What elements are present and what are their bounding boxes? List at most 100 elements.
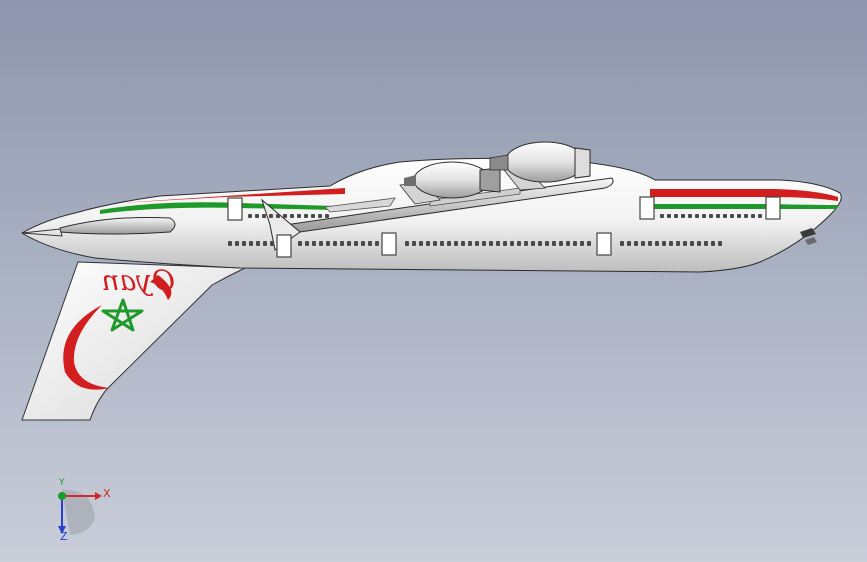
- door: [227, 197, 243, 221]
- window: [228, 241, 232, 246]
- window: [688, 214, 692, 218]
- window: [262, 214, 266, 218]
- window: [333, 241, 337, 246]
- window: [433, 241, 437, 246]
- window: [269, 214, 273, 218]
- window: [655, 241, 659, 246]
- window: [552, 241, 556, 246]
- window: [461, 241, 465, 246]
- window: [496, 241, 500, 246]
- engine-inboard: [404, 161, 501, 199]
- window: [318, 214, 322, 218]
- door: [639, 196, 655, 220]
- window: [524, 241, 528, 246]
- window: [716, 214, 720, 218]
- window: [681, 214, 685, 218]
- window: [325, 214, 329, 218]
- window: [319, 241, 323, 246]
- window: [489, 241, 493, 246]
- window: [676, 241, 680, 246]
- coordinate-triad[interactable]: X Y Z: [40, 478, 120, 548]
- window: [711, 241, 715, 246]
- window: [412, 241, 416, 246]
- engine-outboard: [489, 141, 591, 183]
- window: [660, 214, 664, 218]
- triad-axes: [58, 489, 102, 535]
- window: [627, 241, 631, 246]
- door: [765, 196, 781, 220]
- window: [730, 214, 734, 218]
- window: [580, 241, 584, 246]
- window: [354, 241, 358, 246]
- window: [375, 241, 379, 246]
- window: [517, 241, 521, 246]
- window: [704, 241, 708, 246]
- window: [256, 241, 260, 246]
- window: [669, 241, 673, 246]
- window: [620, 241, 624, 246]
- cheatline-red: [120, 188, 838, 203]
- window: [702, 214, 706, 218]
- window: [276, 214, 280, 218]
- window: [283, 214, 287, 218]
- window: [683, 241, 687, 246]
- window: [468, 241, 472, 246]
- window: [454, 241, 458, 246]
- axis-z-label: Z: [60, 530, 68, 543]
- window: [290, 214, 294, 218]
- window: [559, 241, 563, 246]
- window: [662, 241, 666, 246]
- window: [361, 241, 365, 246]
- window: [573, 241, 577, 246]
- tail-star-logo: [101, 298, 144, 332]
- window: [737, 214, 741, 218]
- window: [695, 214, 699, 218]
- axis-y-label: Y: [59, 478, 65, 488]
- window: [440, 241, 444, 246]
- window: [249, 241, 253, 246]
- window: [758, 214, 762, 218]
- window: [566, 241, 570, 246]
- window: [510, 241, 514, 246]
- window: [326, 241, 330, 246]
- window: [235, 241, 239, 246]
- horizontal-stabilizer: [59, 216, 176, 235]
- window: [709, 214, 713, 218]
- window: [587, 241, 591, 246]
- window: [718, 241, 722, 246]
- axis-x-label: X: [103, 487, 111, 500]
- window: [634, 241, 638, 246]
- window: [340, 241, 344, 246]
- window: [419, 241, 423, 246]
- window: [270, 241, 274, 246]
- window: [347, 241, 351, 246]
- window: [697, 241, 701, 246]
- door: [276, 234, 292, 258]
- window: [405, 241, 409, 246]
- window: [311, 214, 315, 218]
- window: [503, 241, 507, 246]
- window: [312, 241, 316, 246]
- window: [744, 214, 748, 218]
- window: [674, 214, 678, 218]
- window: [482, 241, 486, 246]
- cockpit-windows: [800, 228, 817, 245]
- window: [305, 241, 309, 246]
- window: [368, 241, 372, 246]
- window: [545, 241, 549, 246]
- window: [690, 241, 694, 246]
- window: [667, 214, 671, 218]
- door: [381, 232, 397, 256]
- lower-deck-windows: [228, 241, 722, 246]
- window: [538, 241, 542, 246]
- window: [242, 241, 246, 246]
- window: [426, 241, 430, 246]
- window: [297, 214, 301, 218]
- cheatline-green: [100, 202, 838, 214]
- window: [255, 214, 259, 218]
- window: [447, 241, 451, 246]
- cabin-doors: [227, 196, 781, 258]
- tail-lettering: Oyan: [102, 264, 176, 297]
